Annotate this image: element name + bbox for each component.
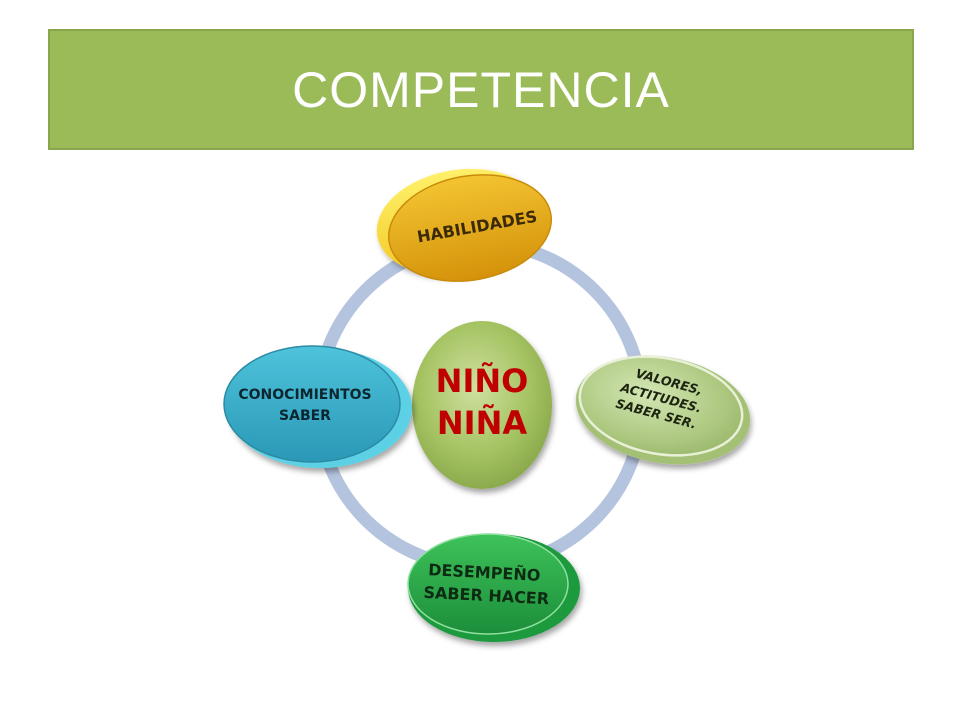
center-node: NIÑO NIÑA	[412, 321, 552, 489]
conocimientos-label-line1: CONOCIMIENTOS	[238, 387, 371, 403]
center-label-line1: NIÑO	[436, 362, 529, 400]
slide-title: COMPETENCIA	[292, 61, 670, 118]
node-habilidades: HABILIDADES	[376, 168, 553, 282]
node-conocimientos: CONOCIMIENTOS SABER	[223, 345, 412, 468]
title-banner: COMPETENCIA	[48, 29, 914, 150]
conocimientos-label-line2: SABER	[279, 408, 331, 424]
node-desempeno: DESEMPEÑO SABER HACER	[407, 533, 580, 642]
node-valores: VALORES, ACTITUDES. SABER SER.	[575, 355, 751, 465]
center-label-line2: NIÑA	[437, 404, 527, 442]
